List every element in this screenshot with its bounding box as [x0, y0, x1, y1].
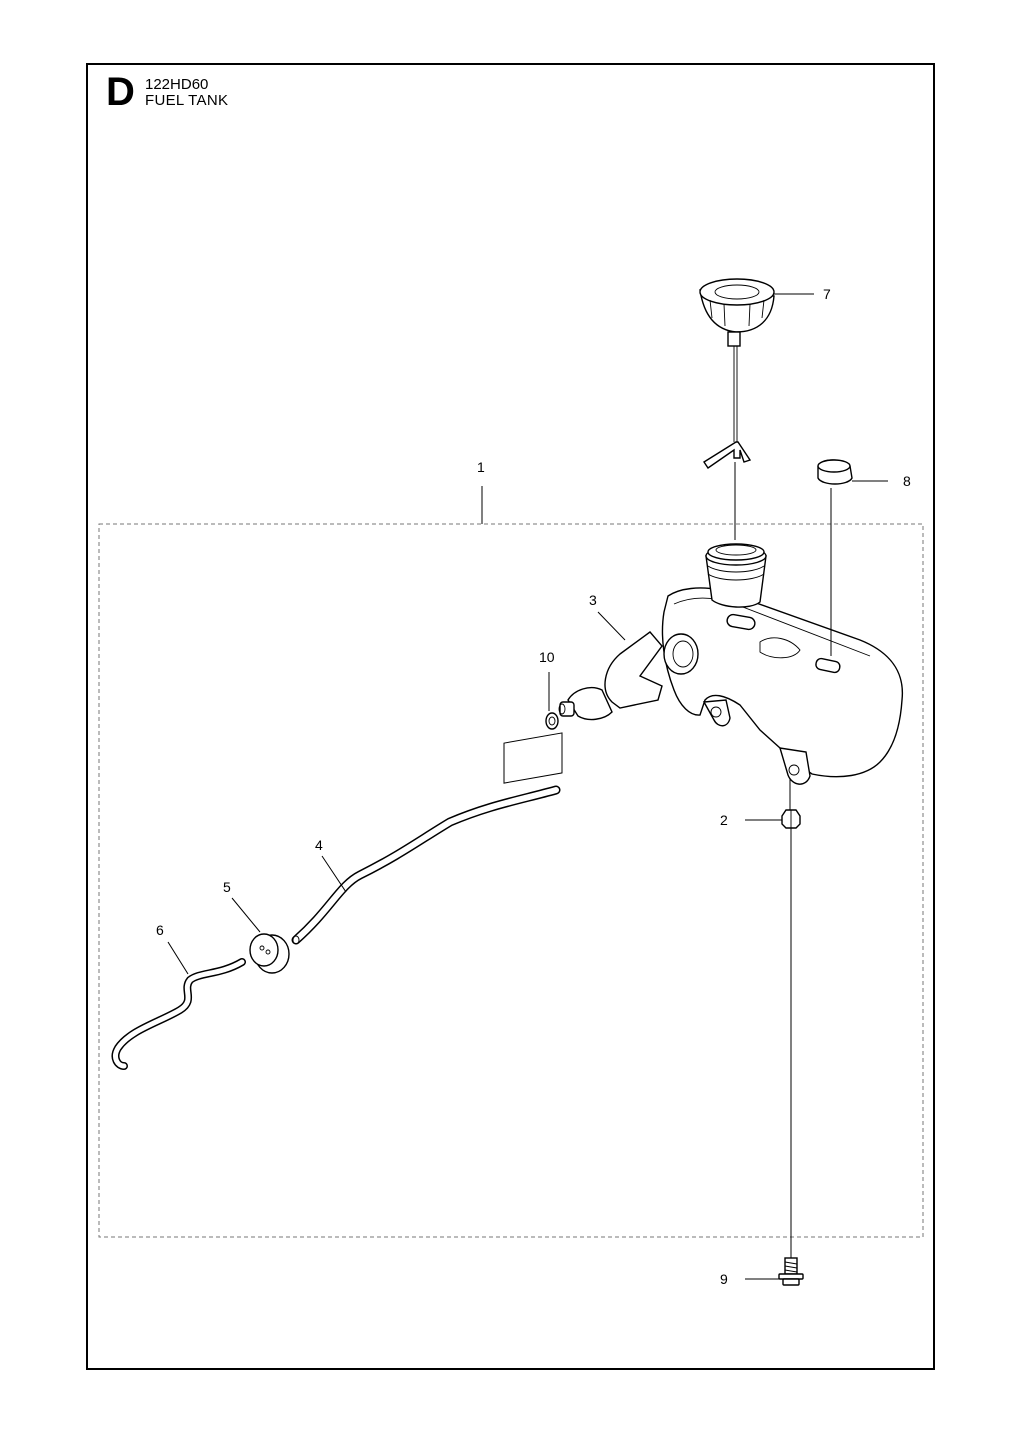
callout-3: 3 [589, 592, 597, 608]
model-number: 122HD60 [145, 76, 209, 93]
diagram-title: FUEL TANK [145, 92, 229, 109]
fuel-cap-part-7 [699, 278, 775, 469]
callout-6: 6 [156, 922, 164, 938]
screw-part-9 [778, 1257, 804, 1286]
fuel-tank-body [661, 543, 904, 785]
callout-8: 8 [903, 473, 911, 489]
callout-2: 2 [720, 812, 728, 828]
section-letter: D [106, 70, 135, 114]
grommet-part-5 [249, 933, 290, 974]
leader-5 [231, 897, 261, 933]
kit-boundary [98, 523, 924, 1238]
fuel-hose-part-4 [291, 785, 561, 945]
callout-1: 1 [477, 459, 485, 475]
nut-part-2 [781, 809, 801, 829]
leader-3 [597, 611, 626, 641]
leader-4 [321, 855, 347, 893]
callout-7: 7 [823, 286, 831, 302]
callout-9: 9 [720, 1271, 728, 1287]
o-ring-part-10 [545, 712, 559, 730]
return-hose-part-6 [111, 958, 246, 1070]
fuel-line-grommet-part-3 [558, 631, 663, 721]
callout-5: 5 [223, 879, 231, 895]
hose-length-marker [503, 732, 563, 784]
leader-6 [167, 941, 189, 975]
callout-10: 10 [539, 649, 555, 665]
o-ring-inner [548, 716, 556, 726]
page-frame [86, 63, 935, 1370]
callout-4: 4 [315, 837, 323, 853]
plug-part-8 [817, 459, 853, 485]
